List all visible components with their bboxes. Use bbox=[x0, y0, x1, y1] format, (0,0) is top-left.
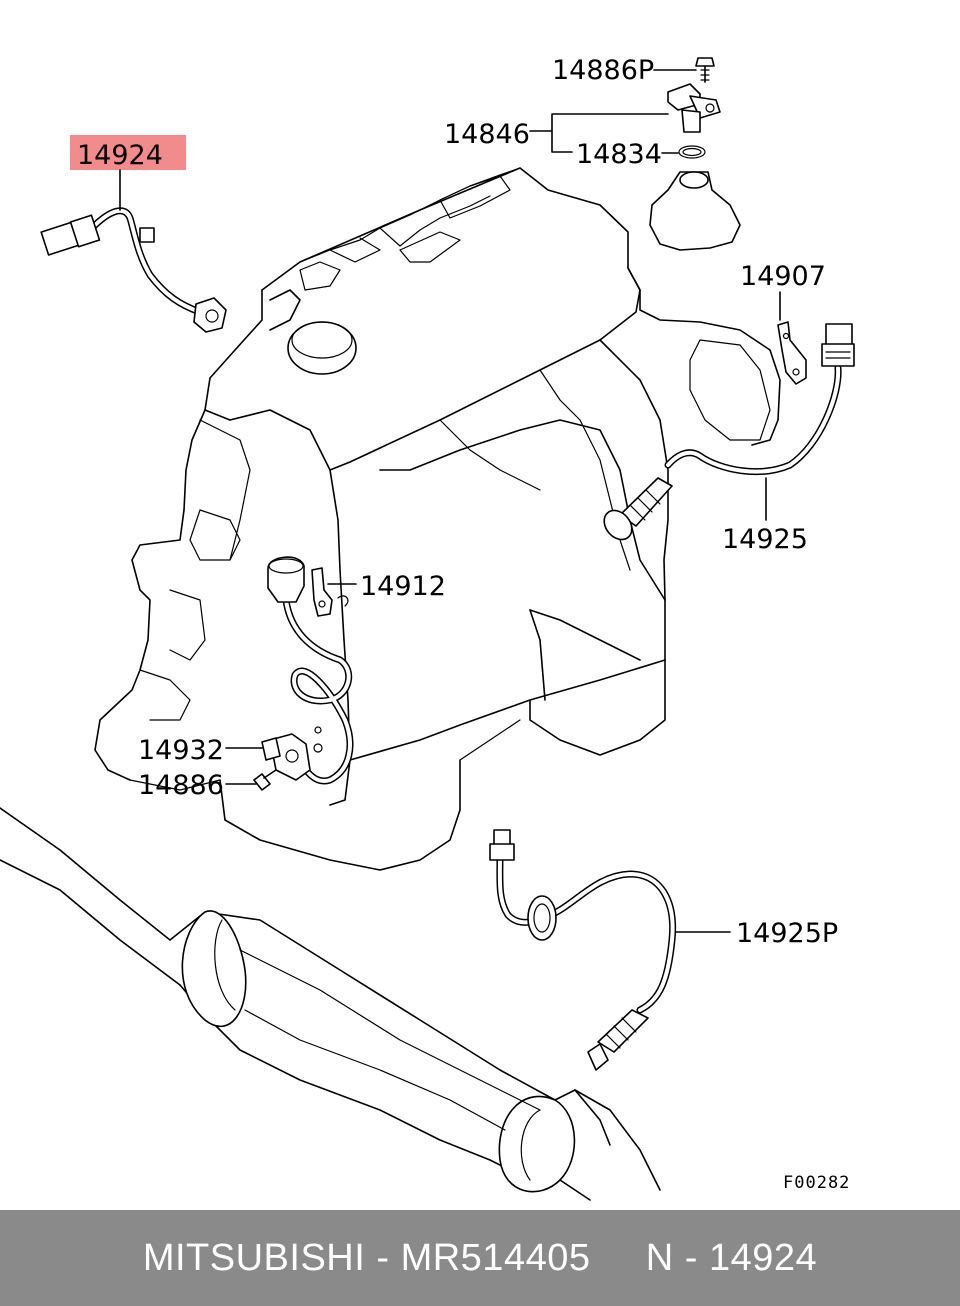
part-info-caption: MITSUBISHI - MR514405 N - 14924 bbox=[142, 1236, 818, 1279]
parts-diagram: 14924 14886P 14846 14834 14907 14925 149… bbox=[0, 55, 855, 1201]
part-14924-sensor[interactable] bbox=[40, 207, 227, 333]
figure-reference: F00282 bbox=[783, 1173, 850, 1193]
callout-14912[interactable]: 14912 bbox=[360, 571, 446, 602]
engine-block-outline bbox=[94, 167, 781, 871]
part-14925-sensor[interactable] bbox=[599, 323, 855, 545]
callout-14924[interactable]: 14924 bbox=[77, 140, 163, 171]
callout-14834[interactable]: 14834 bbox=[576, 139, 662, 170]
part-14907-bracket[interactable] bbox=[777, 321, 807, 385]
part-14846-sensor[interactable] bbox=[667, 83, 721, 133]
highlight-box bbox=[70, 135, 186, 170]
callout-14886[interactable]: 14886 bbox=[138, 770, 224, 801]
callout-14886P[interactable]: 14886P bbox=[552, 55, 654, 86]
catalytic-converter-outline bbox=[0, 807, 661, 1201]
part-14925P-sensor[interactable] bbox=[489, 829, 677, 1071]
callout-14907[interactable]: 14907 bbox=[740, 261, 826, 292]
part-14886-bolt[interactable] bbox=[253, 769, 277, 791]
part-14912-bracket[interactable] bbox=[311, 567, 349, 617]
part-14886P-bolt[interactable] bbox=[695, 57, 715, 83]
leader-14846 bbox=[529, 113, 669, 153]
callout-14925P[interactable]: 14925P bbox=[736, 918, 838, 949]
callout-14925[interactable]: 14925 bbox=[722, 524, 808, 555]
part-14834-oring[interactable] bbox=[678, 145, 706, 159]
callout-14846[interactable]: 14846 bbox=[444, 119, 530, 150]
footer-bar: MITSUBISHI - MR514405 N - 14924 bbox=[0, 1210, 960, 1306]
callout-14932[interactable]: 14932 bbox=[138, 735, 224, 766]
part-14932-sensor[interactable] bbox=[261, 556, 354, 785]
cam-sensor-housing bbox=[649, 171, 741, 251]
